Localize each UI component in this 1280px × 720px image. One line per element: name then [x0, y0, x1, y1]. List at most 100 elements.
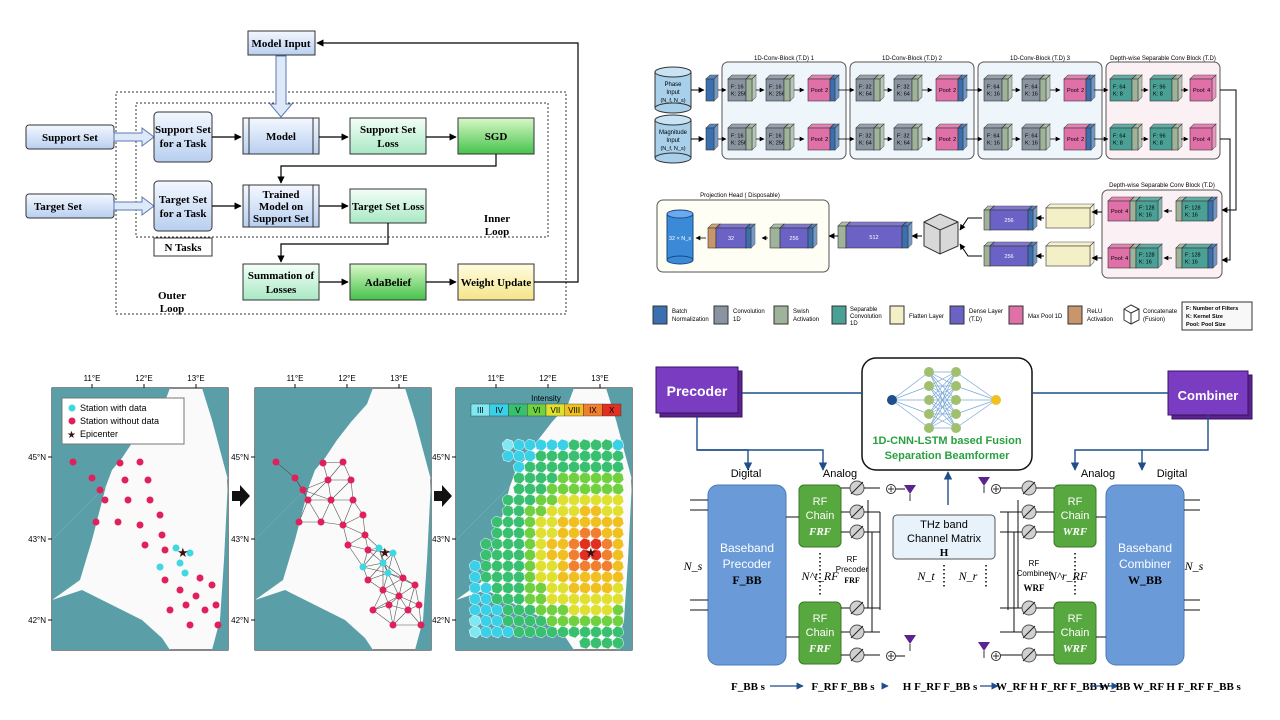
rf-precoder-symbol: FRF [844, 576, 860, 585]
sep-conv-layer-label: K: 16 [1139, 260, 1152, 266]
intensity-swatch [602, 403, 622, 417]
inner-loop-line2: Loop [485, 226, 509, 238]
station-dot [88, 474, 96, 482]
lat-tick-label: 42°N [231, 616, 249, 625]
model-label: Model [266, 131, 296, 143]
station-node [272, 458, 280, 466]
lat-tick-label: 43°N [432, 535, 450, 544]
thz-line1: THz band [920, 519, 968, 531]
batch-norm-layer [957, 74, 968, 102]
model-input-arrow [268, 55, 294, 118]
station-dot [192, 592, 200, 600]
sep-conv-layer-label: K: 16 [1185, 213, 1198, 219]
lon-tick-label: 13°E [187, 374, 204, 383]
station-node [364, 546, 372, 554]
graph-edge [392, 609, 409, 626]
maxpool-layer-label: Pool: 2 [811, 137, 828, 143]
station-dot [212, 601, 220, 609]
phase-shifter-slash [1022, 525, 1036, 539]
epicenter-star: ★ [379, 545, 391, 560]
station-node [319, 459, 327, 467]
station-node [379, 586, 387, 594]
nn-node [924, 423, 934, 433]
conv-block-1-title: 1D-Conv-Block (T.D) 1 [754, 56, 815, 62]
sgd-box [457, 117, 535, 155]
maxpool-layer-label: Pool: 4 [1193, 137, 1210, 143]
n-tasks-box [153, 237, 213, 257]
rf-chain-tx-top-line1: RF [813, 496, 828, 508]
output-cylinder: 32 × N_s [666, 209, 694, 265]
batch-norm-layer [807, 223, 818, 249]
intensity-level-label: V [515, 406, 521, 415]
baseband-precoder-block [707, 484, 787, 666]
baseband-precoder-line2: Precoder [723, 557, 772, 571]
swish-layer [1131, 123, 1143, 151]
thz-line2: Channel Matrix [907, 533, 981, 545]
nn-node [924, 381, 934, 391]
rf-chain-tx-bottom-symbol: FRF [808, 643, 832, 655]
legend-key-f: F: Number of Filters [1186, 306, 1238, 312]
conv1d-layer-label: F: 64 [1025, 134, 1038, 140]
nn-edge [891, 385, 930, 401]
nn-node [924, 367, 934, 377]
station-node [324, 476, 332, 484]
conv1d-layer-label: K: 64 [859, 92, 872, 98]
dense-256-layer: 256 [989, 205, 1033, 231]
nrf-t-label: N^t_RF [800, 569, 839, 583]
lat-tick-label: 42°N [432, 616, 450, 625]
intensity-cell [600, 636, 614, 650]
dense-512-layer: 512 [845, 221, 907, 249]
magnitude-input-line3: (N_f, N_s) [660, 146, 685, 152]
cnn-architecture-diagram: Phase Input (N_f, N_s) Magnitude Input (… [652, 56, 1253, 331]
graph-edge [372, 595, 400, 611]
graph-edge [330, 499, 344, 526]
magnitude-input-line2: Input [666, 138, 680, 144]
conv1d-layer-label: K: 16 [1025, 141, 1038, 147]
batch-norm-layer [1085, 123, 1096, 151]
dense-512-layer-label: 512 [869, 235, 878, 241]
station-dot [186, 621, 194, 629]
baseband-combiner-block [1105, 484, 1185, 666]
station-node [379, 559, 387, 567]
conv1d-layer-label: F: 32 [897, 134, 910, 140]
antenna-icon [904, 485, 916, 494]
rf-chain-rx-top-line2: Chain [1061, 510, 1090, 522]
nn-node [924, 395, 934, 405]
intensity-level-label: X [609, 406, 615, 415]
phase-shifter-slash [850, 601, 864, 615]
rf-chain-tx-top-symbol: FRF [808, 526, 832, 538]
phase-input-line3: (N_f, N_s) [660, 98, 685, 104]
conv1d-layer-label: F: 16 [731, 134, 744, 140]
nrf-r-label: N^r_RF [1048, 569, 1088, 583]
stations-map-1: ★ [69, 458, 222, 629]
graph-edge [330, 479, 352, 501]
nn-title-line1: 1D-CNN-LSTM based Fusion [872, 435, 1021, 447]
batch-norm-layer [705, 123, 719, 151]
dense-32-layer: 32 [715, 223, 751, 249]
station-dot [172, 544, 180, 552]
phase-input-line2: Input [666, 90, 680, 96]
station-node [404, 606, 412, 614]
swish-layer [1001, 123, 1013, 151]
stations-map-2: ★ [272, 458, 425, 629]
phase-shifter-slash [1022, 648, 1036, 662]
magnitude-input-line1: Magnitude [659, 130, 688, 136]
antenna-icon [904, 635, 916, 644]
station-node [375, 544, 383, 552]
nn-title-line2: Separation Beamformer [885, 450, 1010, 462]
support-task-line1: Support Set [155, 124, 211, 136]
sea-region [52, 590, 170, 650]
graph-edge [298, 499, 309, 523]
intensity-cell [534, 625, 548, 639]
batch-norm-layer [705, 74, 719, 102]
legend-dense-line2: (T.D) [969, 317, 982, 323]
conv1d-layer-label: K: 16 [987, 92, 1000, 98]
nn-node [951, 409, 961, 419]
flow-term: H F_RF F_BB s [903, 681, 978, 693]
graph-edge [407, 584, 416, 611]
map-arrow-1 [232, 485, 250, 507]
nn-edge [928, 413, 957, 429]
intensity-cell [501, 449, 515, 463]
sep-conv-layer-label: F: 128 [1185, 206, 1201, 212]
